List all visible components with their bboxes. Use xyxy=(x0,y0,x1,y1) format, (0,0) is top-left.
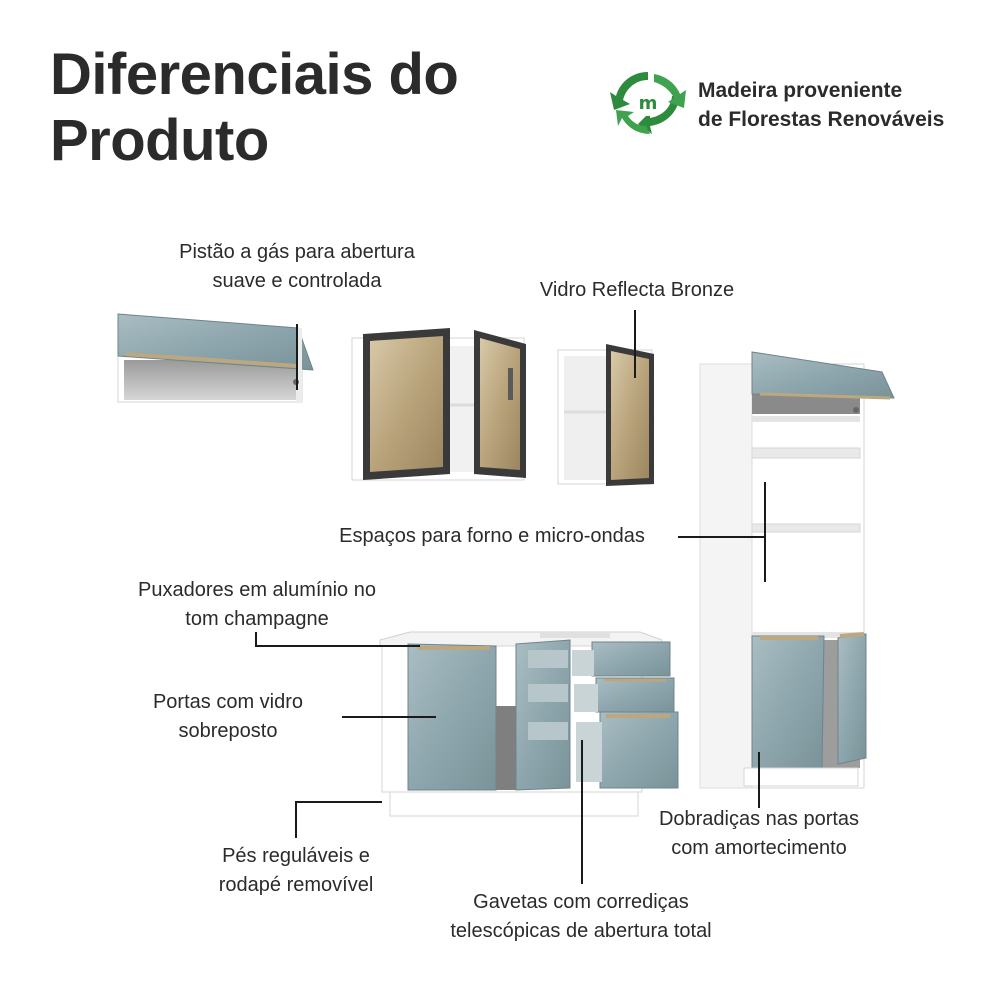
callout-drawers-line-1: Gavetas com corrediças xyxy=(473,891,689,913)
callout-glass-line-1: Vidro Reflecta Bronze xyxy=(539,279,735,301)
callout-hinges: Dobradiças nas portas com amortecimento xyxy=(632,805,886,863)
callout-piston-line-2: suave e controlada xyxy=(212,270,382,292)
callout-hinges-line-2: com amortecimento xyxy=(671,837,847,859)
callout-feet-line-2: rodapé removível xyxy=(218,874,374,896)
callout-feet: Pés reguláveis e rodapé removível xyxy=(198,842,394,900)
wall-cabinet-glass-doors xyxy=(351,328,526,481)
callout-oven: Espaços para forno e micro-ondas xyxy=(306,522,678,551)
callout-doors: Portas com vidro sobreposto xyxy=(126,688,330,746)
base-cabinet-doors-drawers xyxy=(379,631,679,817)
callout-doors-line-1: Portas com vidro xyxy=(152,691,304,713)
callout-lines xyxy=(255,310,766,884)
callout-piston: Pistão a gás para abertura suave e contr… xyxy=(148,238,446,296)
callout-doors-line-2: sobreposto xyxy=(178,720,278,742)
page-title-line-1: Diferenciais do xyxy=(50,42,459,107)
callout-line-handles xyxy=(255,632,420,647)
tall-oven-tower xyxy=(699,351,895,789)
wall-cabinet-single-glass-door xyxy=(557,344,654,486)
callout-glass: Vidro Reflecta Bronze xyxy=(514,276,760,305)
callout-piston-line-1: Pistão a gás para abertura xyxy=(179,241,415,263)
badge-line-2: de Florestas Renováveis xyxy=(698,108,945,131)
page-title-line-2: Produto xyxy=(50,108,269,173)
callout-drawers-line-2: telescópicas de abertura total xyxy=(450,920,712,942)
callout-drawers: Gavetas com corrediças telescópicas de a… xyxy=(416,888,746,946)
callout-handles-line-1: Puxadores em alumínio no xyxy=(138,579,376,601)
renewable-wood-badge: m Madeira proveniente de Florestas Renov… xyxy=(608,66,988,138)
callout-line-feet xyxy=(295,801,382,838)
recycle-leaf-m-icon: m xyxy=(610,72,686,134)
callout-hinges-line-1: Dobradiças nas portas xyxy=(658,808,860,830)
callout-feet-line-1: Pés reguláveis e xyxy=(222,845,370,867)
badge-line-1: Madeira proveniente xyxy=(698,79,903,102)
callout-oven-line-1: Espaços para forno e micro-ondas xyxy=(339,525,645,547)
callout-handles-line-2: tom champagne xyxy=(185,608,329,630)
page-title: Diferenciais do Produto xyxy=(50,42,510,174)
badge-text: Madeira proveniente de Florestas Renováv… xyxy=(698,76,944,134)
wall-cabinet-lift-door xyxy=(117,313,314,403)
svg-text:m: m xyxy=(639,93,658,114)
callout-handles: Puxadores em alumínio no tom champagne xyxy=(108,576,406,634)
